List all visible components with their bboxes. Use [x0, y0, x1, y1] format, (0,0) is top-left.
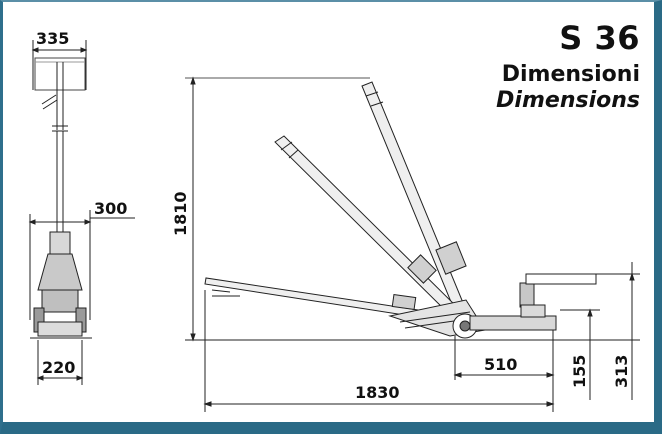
dim-1830-label: 1830: [355, 383, 400, 402]
title-english: Dimensions: [496, 88, 640, 113]
dim-313-label: 313: [612, 355, 631, 388]
dim-1810-label: 1810: [171, 191, 190, 236]
front-view: [28, 40, 135, 385]
title-italian: Dimensioni: [501, 62, 640, 87]
dim-335-label: 335: [36, 29, 69, 48]
arm-raised-high: [361, 81, 467, 315]
dim-300-label: 300: [94, 199, 127, 218]
side-view: [185, 76, 640, 412]
title-block: S 36 Dimensioni Dimensions: [496, 22, 640, 112]
dim-155-label: 155: [570, 355, 589, 388]
model-name: S 36: [559, 19, 640, 57]
dim-510-label: 510: [484, 355, 517, 374]
arm-raised-mid: [274, 135, 463, 319]
dim-220-label: 220: [42, 358, 75, 377]
